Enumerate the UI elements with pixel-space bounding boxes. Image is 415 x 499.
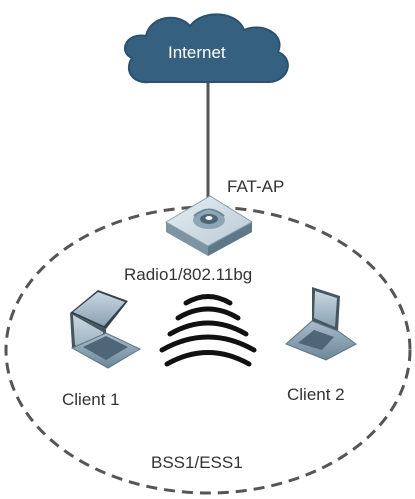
- wifi-waves-icon: [159, 294, 257, 367]
- ap-label: FAT-AP: [227, 177, 285, 196]
- cloud-icon: [124, 13, 289, 84]
- access-point-icon: [165, 195, 253, 256]
- laptop-icon: [285, 287, 357, 361]
- laptop-icon: [70, 290, 142, 369]
- internet-label: Internet: [168, 43, 226, 62]
- radio-label: Radio1/802.11bg: [124, 265, 253, 284]
- client2-label: Client 2: [287, 385, 345, 404]
- bss-label: BSS1/ESS1: [151, 453, 243, 472]
- client1-label: Client 1: [62, 390, 120, 409]
